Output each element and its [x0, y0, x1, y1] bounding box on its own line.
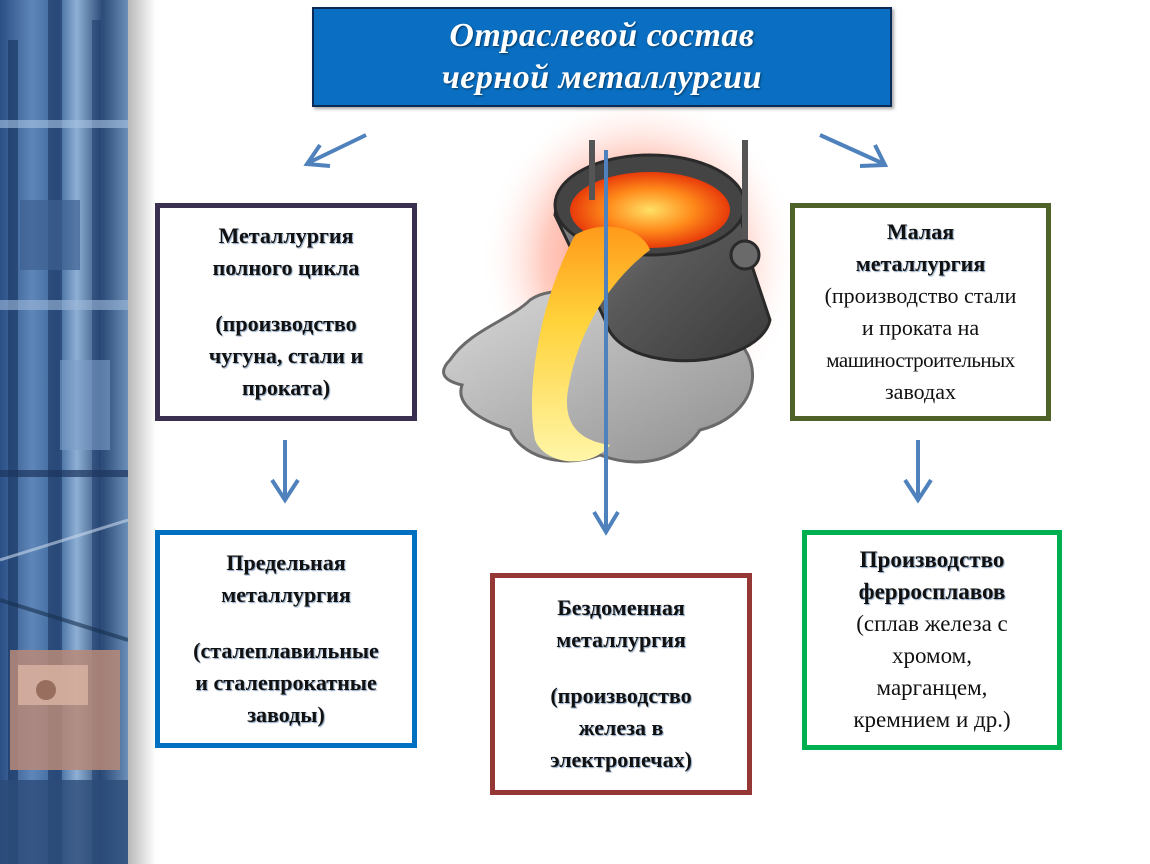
title-line-2: черной металлургии — [441, 59, 763, 96]
title-line-1: Отраслевой состав — [449, 17, 755, 54]
box-small-metallurgy: Малая металлургия (производство стали и … — [790, 203, 1051, 421]
box-desc: заводах — [884, 379, 957, 404]
box-title: металлургия — [556, 627, 686, 652]
arrow-to-blastless — [592, 150, 620, 536]
ladle-molten-metal-icon — [442, 90, 800, 464]
box-desc: (сплав железа с — [856, 611, 1008, 636]
arrow-to-full-cycle — [303, 133, 367, 168]
box-desc: чугуна, стали и — [208, 343, 364, 368]
box-full-cycle: Металлургия полного цикла (производство … — [155, 203, 417, 421]
box-marginal-metallurgy: Предельная металлургия (сталеплавильные … — [155, 530, 417, 748]
box-desc: кремнием и др.) — [853, 707, 1011, 732]
arrow-to-small — [819, 133, 889, 168]
box-desc: (производство — [550, 683, 692, 708]
box-title: Предельная — [226, 550, 346, 575]
box-title: Металлургия — [218, 223, 354, 248]
box-desc: (сталеплавильные — [193, 638, 379, 663]
box-title: Производство — [859, 547, 1005, 572]
box-title: металлургия — [221, 582, 351, 607]
arrow-to-ferroalloys — [903, 440, 933, 504]
box-desc: (производство стали — [824, 283, 1017, 308]
box-ferroalloys: Производство ферросплавов (сплав железа … — [802, 530, 1062, 750]
factory-structure-icon — [0, 0, 128, 864]
box-desc: хромом, — [892, 643, 972, 668]
box-desc: марганцем, — [876, 675, 988, 700]
box-title: ферросплавов — [858, 579, 1006, 604]
diagram-title: Отраслевой состав черной металлургии — [312, 7, 892, 107]
box-desc: электропечах) — [550, 747, 692, 772]
box-title: Малая — [886, 219, 955, 244]
box-blastless-metallurgy: Бездоменная металлургия (производство же… — [490, 573, 752, 795]
box-desc: (производство — [215, 311, 357, 336]
factory-photo-strip — [0, 0, 128, 864]
box-desc: железа в — [578, 715, 664, 740]
box-title: Бездоменная — [557, 595, 685, 620]
box-title: металлургия — [855, 251, 986, 276]
box-desc: и проката на — [861, 315, 980, 340]
flow-arrows — [270, 133, 933, 536]
box-title: полного цикла — [212, 255, 360, 280]
box-desc: и сталепрокатные — [195, 670, 377, 695]
photo-shadow — [128, 0, 156, 864]
box-desc: заводы) — [247, 702, 325, 727]
box-desc: проката) — [241, 375, 331, 400]
arrow-to-marginal — [270, 440, 300, 504]
box-desc: машиностроительных — [826, 348, 1015, 372]
